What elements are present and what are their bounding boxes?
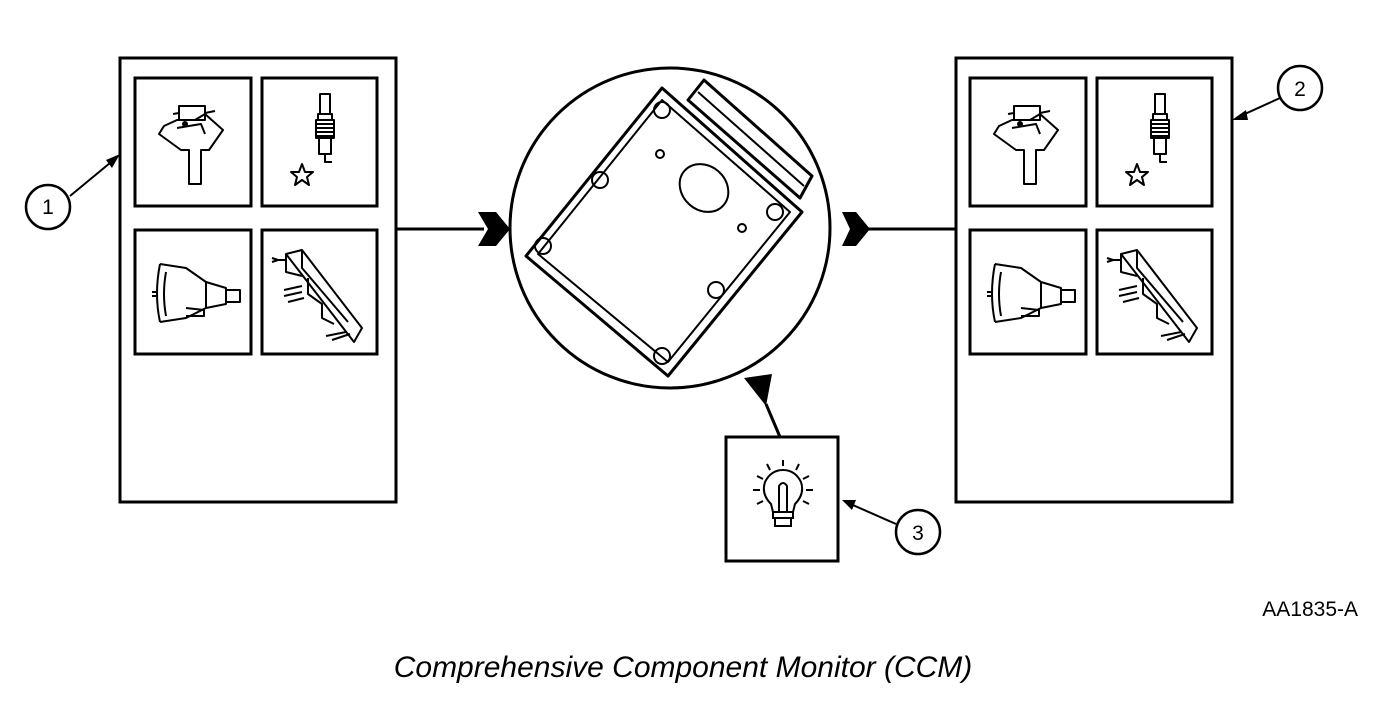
fuel-injector-tile xyxy=(968,76,1088,208)
valve-actuator-icon xyxy=(1106,249,1198,343)
valve-actuator-icon xyxy=(271,249,363,343)
fuel-injector-tile xyxy=(133,76,253,208)
sensor-tile xyxy=(133,228,253,356)
figure-code: AA1835-A xyxy=(1262,598,1358,621)
output-arrow xyxy=(842,212,956,246)
pcm-module-icon xyxy=(524,78,814,378)
warning-lamp-icon xyxy=(752,459,814,527)
callout-1: 1 xyxy=(24,154,120,231)
input-components-panel xyxy=(118,56,398,504)
spark-plug-icon xyxy=(290,93,335,186)
callout-2: 2 xyxy=(1232,64,1324,120)
callout-1-label: 1 xyxy=(42,196,54,219)
callout-3: 3 xyxy=(842,500,942,556)
fuel-injector-icon xyxy=(993,105,1059,185)
spark-plug-icon xyxy=(1125,93,1170,186)
indicator-arrow xyxy=(744,374,782,438)
fuel-injector-icon xyxy=(158,105,224,185)
sensor-icon xyxy=(151,263,241,323)
valve-actuator-tile xyxy=(1095,228,1214,356)
spark-plug-tile xyxy=(260,76,379,208)
control-module xyxy=(508,66,832,390)
callout-2-label: 2 xyxy=(1294,78,1306,101)
sensor-icon xyxy=(986,263,1076,323)
indicator-lamp-box xyxy=(724,435,840,563)
valve-actuator-tile xyxy=(260,228,379,356)
figure-caption: Comprehensive Component Monitor (CCM) xyxy=(394,651,973,684)
input-arrow xyxy=(396,212,510,246)
sensor-tile xyxy=(968,228,1088,356)
spark-plug-tile xyxy=(1095,76,1214,208)
output-components-panel xyxy=(954,56,1234,504)
callout-3-label: 3 xyxy=(912,522,924,545)
